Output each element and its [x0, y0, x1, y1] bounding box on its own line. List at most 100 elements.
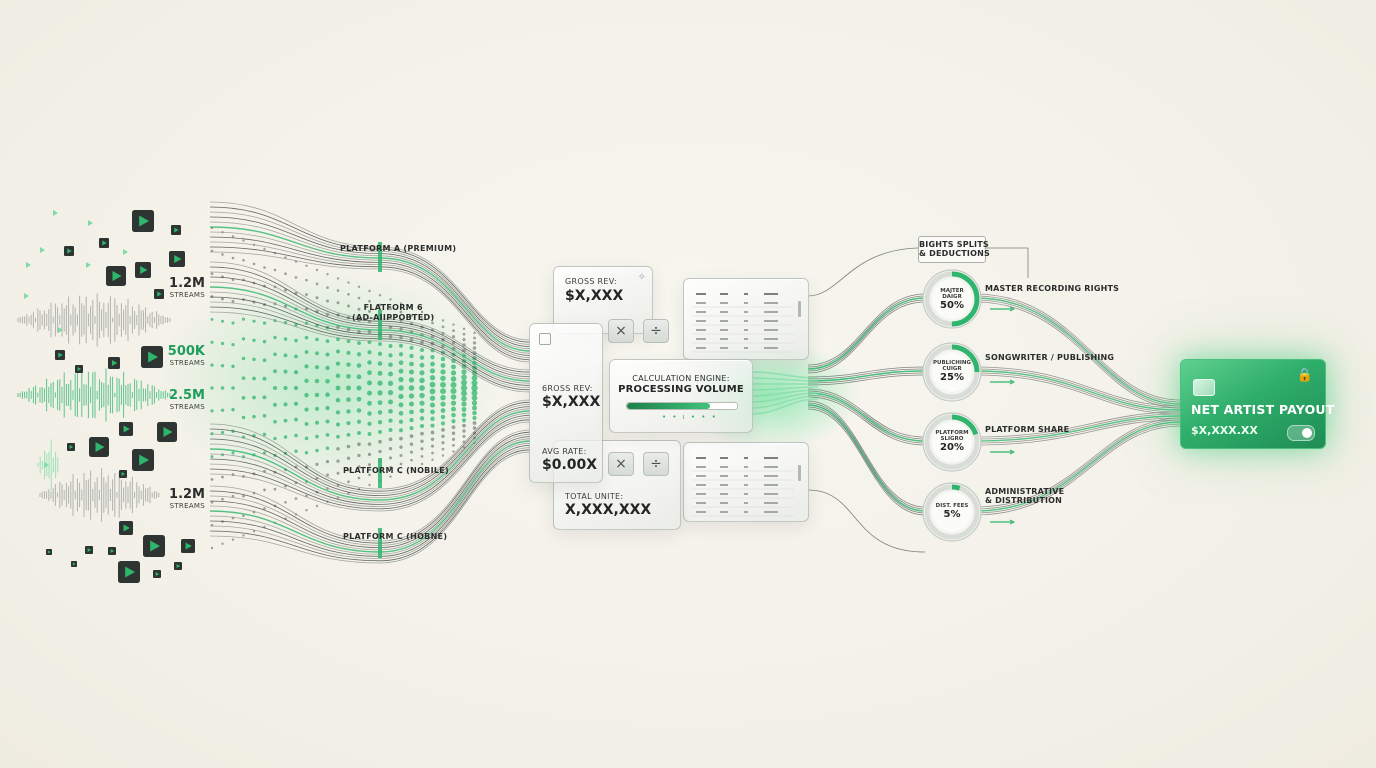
particle-dot [451, 364, 456, 370]
split-flow-line [807, 392, 926, 442]
particle-dot [388, 399, 393, 405]
table-cell [696, 320, 706, 322]
particle-dot [346, 339, 351, 344]
table-cell [720, 302, 728, 304]
engine-title: CALCULATION ENGINE: [632, 374, 730, 383]
table-cell [720, 338, 728, 340]
split-arrow-head [1009, 306, 1016, 312]
particle-dot [304, 364, 309, 369]
particle-dot [450, 400, 457, 406]
particle-dot [389, 307, 392, 311]
table-cell [764, 466, 778, 468]
particle-dot [262, 395, 267, 400]
particle-dot [378, 429, 382, 434]
particle-dot [471, 384, 478, 392]
multiply-button[interactable]: × [608, 319, 634, 343]
particle-dot [315, 296, 319, 300]
particle-dot [314, 378, 320, 384]
particle-dot [335, 349, 341, 354]
particle-dot [315, 282, 319, 286]
particle-dot [461, 374, 467, 381]
particle-dot [378, 439, 382, 444]
net-artist-payout-card[interactable]: 🔒 NET ARTIST PAYOUT $X,XXX.XX [1180, 359, 1334, 449]
particle-dot [210, 409, 214, 413]
particle-dot [210, 455, 214, 459]
divide-button-lower[interactable]: ÷ [643, 452, 669, 476]
particle-dot [429, 375, 436, 381]
particle-dot [336, 289, 340, 292]
play-icon [111, 360, 118, 366]
particle-dot [419, 408, 425, 414]
platform-flow-line [209, 417, 531, 508]
platform-marker [378, 528, 382, 558]
table-cell [696, 347, 706, 349]
table-cell [744, 338, 748, 340]
platform-flow-line [209, 399, 531, 490]
table-cell [720, 511, 728, 513]
platform-flow-line [209, 408, 531, 499]
particle-dot [336, 459, 340, 463]
particle-dot [367, 370, 372, 376]
table-cell [744, 484, 748, 486]
particle-dot [367, 360, 372, 365]
particle-dot [420, 462, 424, 466]
particle-dot [357, 453, 361, 458]
table-cell [744, 329, 748, 331]
stream-play-icons [24, 210, 195, 583]
particle-dot [450, 394, 457, 400]
platform-flow-line [209, 447, 531, 560]
particle-dot [221, 297, 224, 301]
particle-dot [388, 456, 393, 460]
particle-dot [377, 370, 383, 376]
particle-dot [420, 439, 424, 443]
particle-dot [241, 356, 246, 361]
particle-dot [252, 530, 256, 533]
particle-dot [252, 395, 256, 400]
particle-dot [429, 381, 436, 388]
particle-dot [419, 423, 425, 429]
particle-dot [462, 434, 466, 438]
particle-dot [410, 458, 413, 462]
table-cell [764, 311, 778, 313]
multiply-button-lower[interactable]: × [608, 452, 634, 476]
particle-dot [283, 369, 288, 374]
play-icon [87, 548, 92, 552]
particle-dot [315, 351, 319, 356]
calculation-engine-panel: CALCULATION ENGINE: PROCESSING VOLUME • … [609, 359, 753, 433]
table-cell [696, 302, 706, 304]
particle-dot [357, 465, 361, 469]
play-icon [72, 562, 76, 566]
particle-dot [293, 370, 299, 375]
gauge-center [932, 422, 972, 462]
particle-dot [388, 427, 393, 432]
particle-dot [231, 386, 235, 390]
particle-dot [294, 449, 298, 453]
particle-dot [356, 408, 362, 413]
table-cell [720, 329, 728, 331]
particle-dot [441, 454, 445, 457]
particle-dot [263, 488, 266, 492]
data-table-top [683, 278, 809, 360]
particle-dot [367, 432, 372, 436]
platform-marker [378, 242, 382, 272]
particle-dot [241, 337, 246, 341]
particle-dot [399, 310, 403, 314]
platform-flow-line [209, 404, 531, 494]
particle-dot [210, 317, 214, 321]
particle-dot [441, 325, 445, 329]
particle-dot [356, 374, 362, 380]
particle-dot [440, 356, 446, 362]
particle-dot [241, 317, 246, 321]
particle-dot [472, 341, 477, 345]
particle-dot [220, 319, 225, 323]
engine-output-stream [749, 398, 819, 415]
card-toggle[interactable] [1287, 425, 1315, 441]
particle-dot [346, 456, 351, 460]
divide-button[interactable]: ÷ [643, 319, 669, 343]
gauge-percent: 20% [940, 442, 964, 453]
particle-dot [452, 329, 455, 333]
particle-dot [368, 289, 371, 293]
table-cell [764, 475, 778, 477]
particle-dot [335, 361, 341, 366]
particle-dot [242, 239, 245, 242]
